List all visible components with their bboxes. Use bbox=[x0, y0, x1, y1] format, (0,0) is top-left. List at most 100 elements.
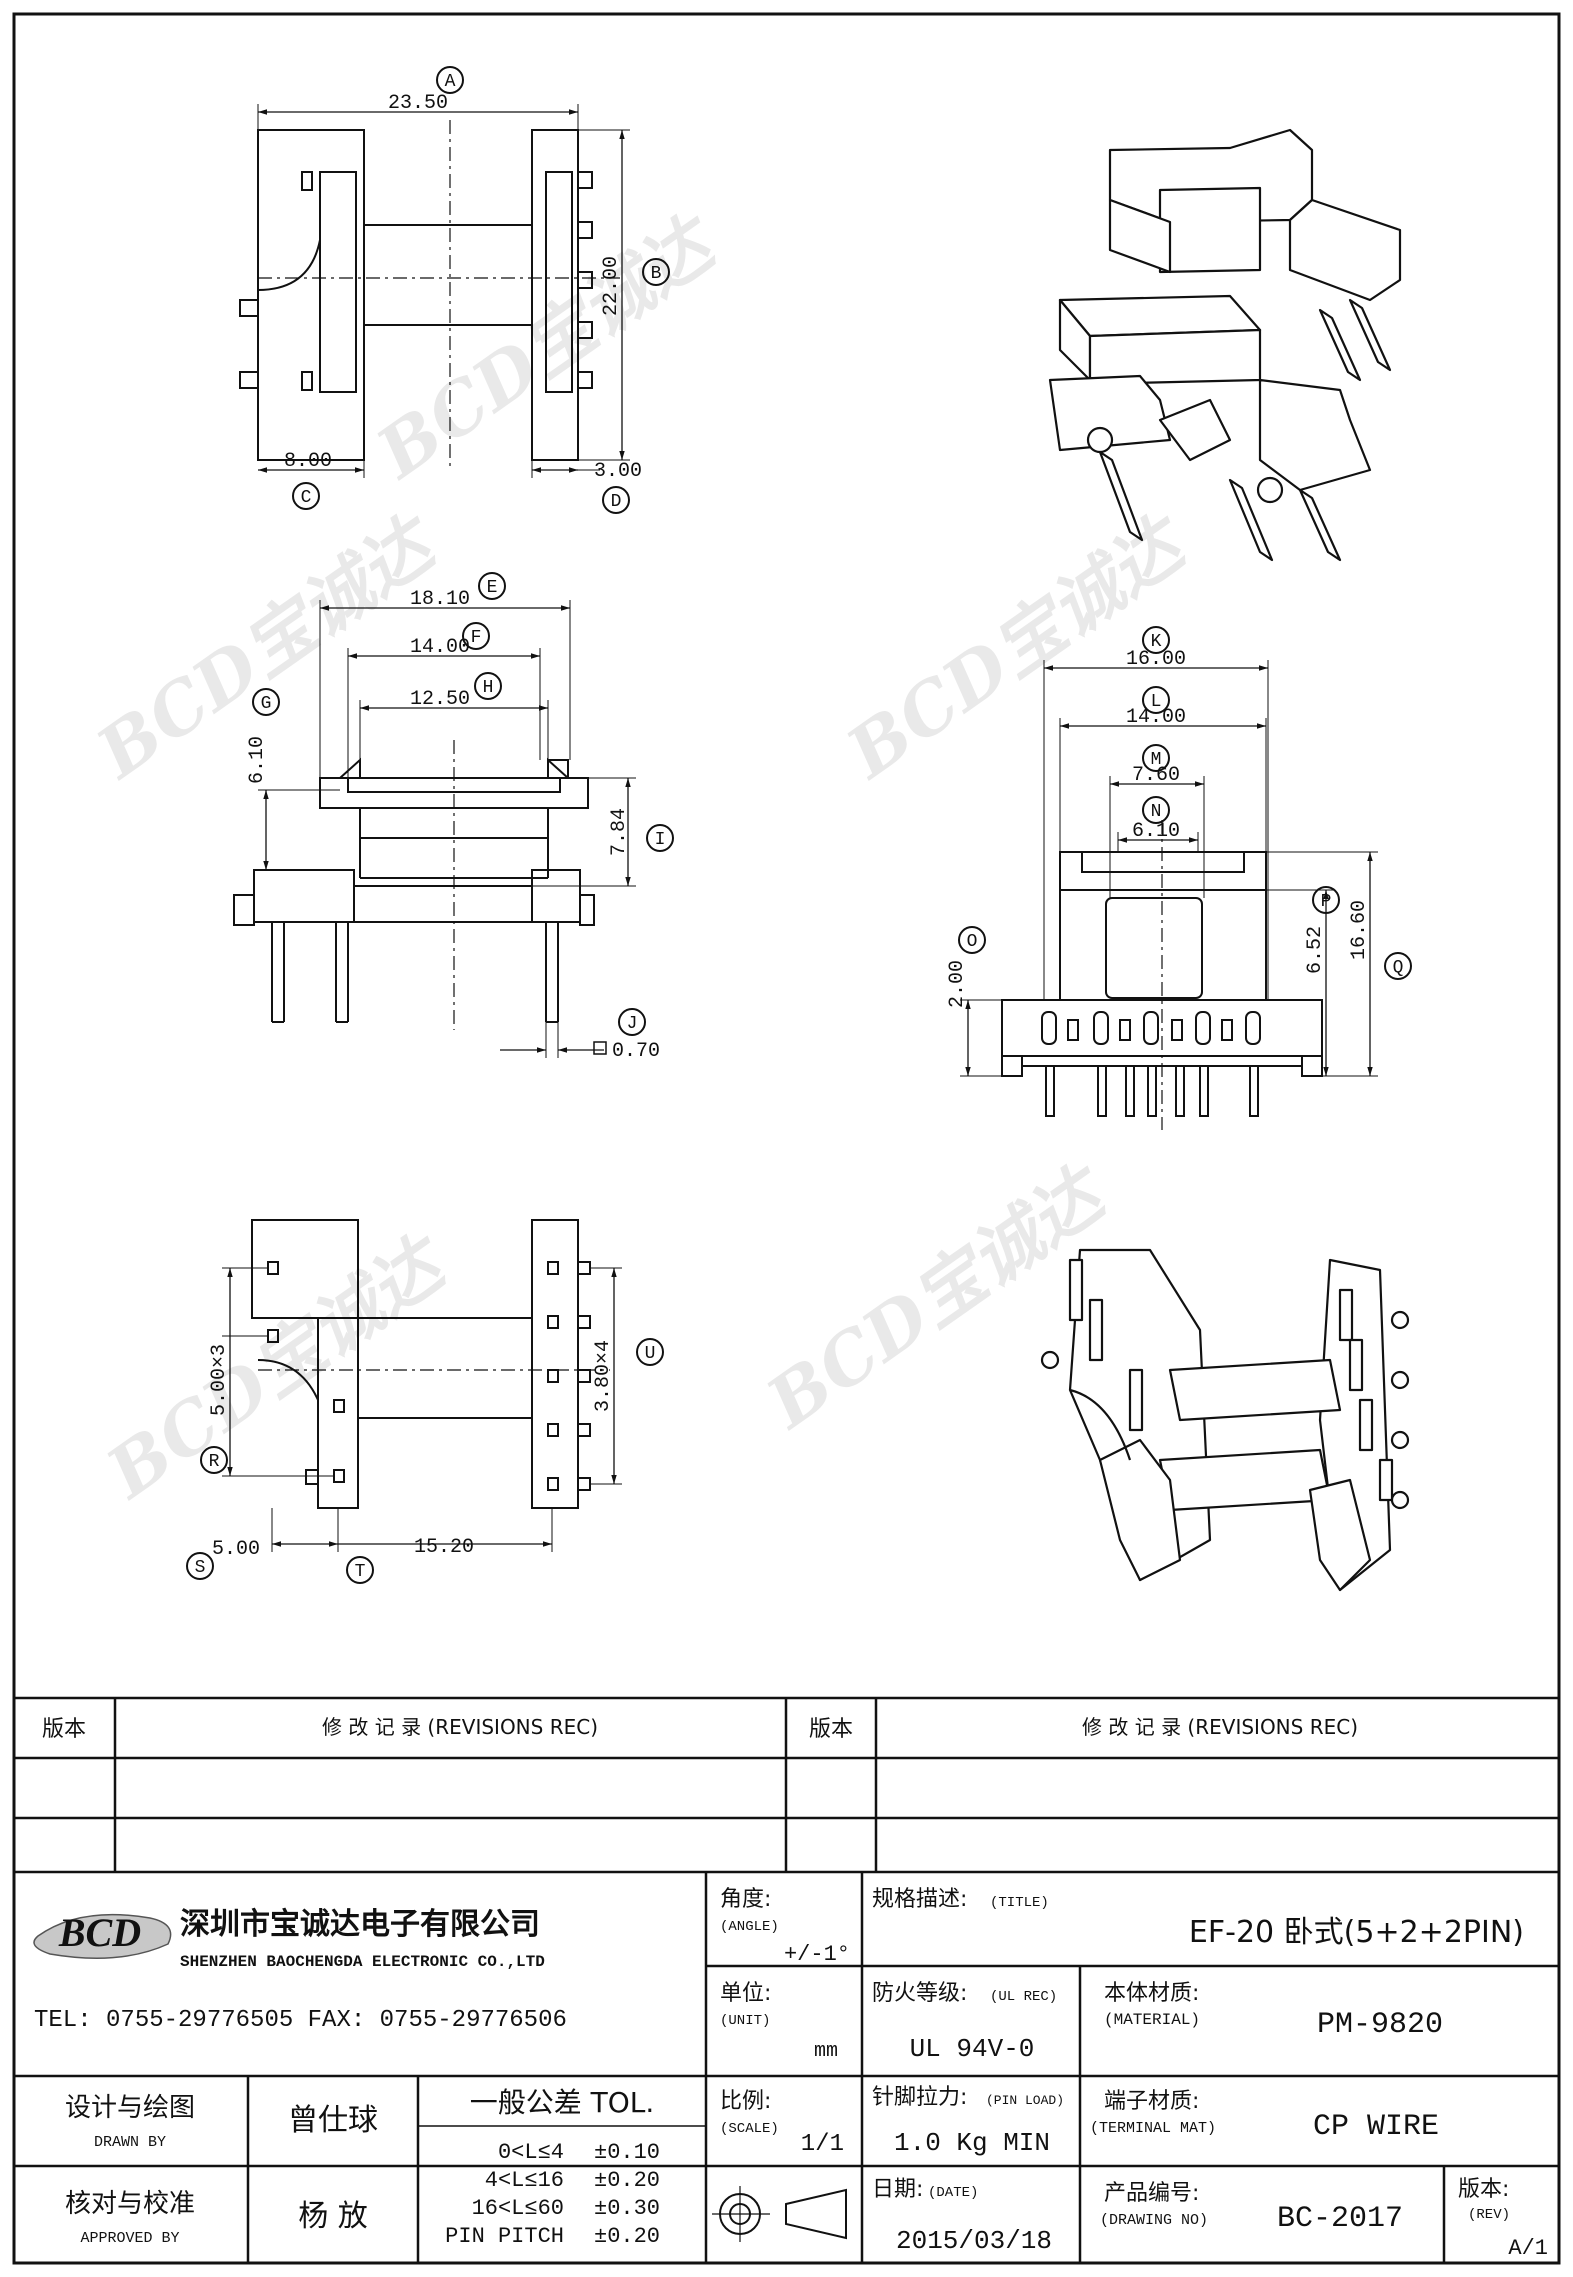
scale-sub: (SCALE) bbox=[720, 2121, 779, 2137]
angle-sub: (ANGLE) bbox=[720, 1919, 779, 1935]
drawn-by-label: 设计与绘图 bbox=[65, 2093, 195, 2123]
projection-symbol-icon bbox=[712, 2186, 847, 2242]
rev-value: A/1 bbox=[1508, 2236, 1548, 2261]
watermark-text: BCD宝诚达 bbox=[831, 499, 1205, 795]
dim-t-value: 15.20 bbox=[414, 1536, 474, 1559]
revision-table bbox=[14, 1696, 1559, 1874]
tolerance-label: 一般公差 TOL. bbox=[470, 2086, 655, 2119]
dim-f-value: 14.00 bbox=[410, 636, 470, 659]
callout-a: A bbox=[445, 72, 456, 92]
dim-d-value: 3.00 bbox=[594, 460, 642, 483]
watermark-text: BCD宝诚达 bbox=[751, 1149, 1125, 1445]
callout-p: P bbox=[1321, 892, 1332, 912]
pin-load-label: 针脚拉力: bbox=[872, 2085, 967, 2110]
callout-m: M bbox=[1151, 750, 1162, 770]
dim-k-value: 16.00 bbox=[1126, 648, 1186, 671]
terminal-value: CP WIRE bbox=[1313, 2110, 1439, 2144]
unit-label: 单位: bbox=[720, 1981, 771, 2006]
callout-l: L bbox=[1151, 692, 1162, 712]
callout-o: O bbox=[967, 932, 978, 952]
dim-o-value: 2.00 bbox=[946, 960, 969, 1008]
watermark-text: BCD宝诚达 bbox=[361, 199, 735, 495]
dim-a-value: 23.50 bbox=[388, 92, 448, 115]
tol-value: ±0.20 bbox=[594, 2168, 660, 2193]
callout-g: G bbox=[261, 694, 272, 714]
ul-value: UL 94V-0 bbox=[910, 2034, 1035, 2064]
dim-e-value: 18.10 bbox=[410, 588, 470, 611]
dim-l-value: 14.00 bbox=[1126, 706, 1186, 729]
callout-q: Q bbox=[1393, 958, 1404, 978]
terminal-label: 端子材质: bbox=[1104, 2089, 1199, 2114]
company-name-en: SHENZHEN BAOCHENGDA ELECTRONIC CO.,LTD bbox=[180, 1953, 545, 1971]
date-label: 日期: bbox=[872, 2177, 923, 2202]
ul-label: 防火等级: bbox=[872, 1981, 967, 2006]
approved-by-value: 杨 放 bbox=[298, 2199, 368, 2234]
logo-text: BCD bbox=[58, 1910, 141, 1955]
dim-r-value: 5.00×3 bbox=[208, 1344, 231, 1416]
title-block-grid bbox=[14, 1872, 1559, 2263]
rev-version-header-left: 版本 bbox=[42, 1717, 86, 1742]
angle-value: +/-1° bbox=[784, 1942, 850, 1967]
title-label: 规格描述: bbox=[872, 1887, 967, 1912]
rev-version-header-right: 版本 bbox=[809, 1717, 853, 1742]
dim-c-value: 8.00 bbox=[284, 450, 332, 473]
side-view-labels: E 18.10 F 14.00 H 12.50 G 6.10 I 7.84 J … bbox=[246, 578, 665, 1063]
callout-r: R bbox=[209, 1452, 220, 1472]
dim-j-value: 0.70 bbox=[612, 1040, 660, 1063]
drawing-no-sub: (DRAWING NO) bbox=[1100, 2212, 1208, 2229]
tolerance-table: 0<L≤4 ±0.10 4<L≤16 ±0.20 16<L≤60 ±0.30 P… bbox=[445, 2140, 660, 2249]
callout-j: J bbox=[627, 1014, 638, 1034]
dim-g-value: 6.10 bbox=[246, 736, 269, 784]
callout-k: K bbox=[1151, 632, 1162, 652]
material-sub: (MATERIAL) bbox=[1104, 2011, 1200, 2029]
scale-label: 比例: bbox=[720, 2089, 771, 2114]
dim-q-value: 16.60 bbox=[1348, 900, 1371, 960]
isometric-view-bottom bbox=[1040, 1248, 1410, 1592]
tol-range: PIN PITCH bbox=[445, 2224, 564, 2249]
tol-range: 0<L≤4 bbox=[498, 2140, 564, 2165]
ul-sub: (UL REC) bbox=[990, 1989, 1057, 2005]
dim-m-value: 7.60 bbox=[1132, 764, 1180, 787]
rev-record-header-right: 修 改 记 录 (REVISIONS REC) bbox=[1082, 1715, 1358, 1739]
title-value: EF-20 卧式(5+2+2PIN) bbox=[1189, 1915, 1524, 1950]
drawn-by-value: 曾仕球 bbox=[288, 2103, 378, 2138]
callout-e: E bbox=[487, 578, 498, 598]
dim-n-value: 6.10 bbox=[1132, 820, 1180, 843]
dim-p-value: 6.52 bbox=[1304, 926, 1327, 974]
front-view-labels: K 16.00 L 14.00 M 7.60 N 6.10 O 2.00 P 6… bbox=[946, 632, 1403, 1008]
callout-s: S bbox=[195, 1558, 206, 1578]
bottom-view-labels: R 5.00×3 S 5.00 T 15.20 U 3.80×4 bbox=[195, 1340, 656, 1582]
tol-value: ±0.20 bbox=[594, 2224, 660, 2249]
pin-load-sub: (PIN LOAD) bbox=[986, 2093, 1064, 2108]
scale-value: 1/1 bbox=[801, 2131, 844, 2158]
callout-n: N bbox=[1151, 802, 1162, 822]
rev-label: 版本: bbox=[1458, 2177, 1509, 2202]
callout-u: U bbox=[645, 1344, 656, 1364]
top-view bbox=[239, 66, 670, 514]
dim-h-value: 12.50 bbox=[410, 688, 470, 711]
isometric-view-top bbox=[1048, 128, 1402, 562]
title-sub: (TITLE) bbox=[990, 1895, 1049, 1911]
tol-range: 16<L≤60 bbox=[472, 2196, 564, 2221]
drawing-no-label: 产品编号: bbox=[1104, 2181, 1199, 2206]
callout-i: I bbox=[655, 830, 666, 850]
approved-by-sub: APPROVED BY bbox=[80, 2230, 179, 2247]
unit-sub: (UNIT) bbox=[720, 2013, 770, 2029]
watermark: BCD宝诚达 BCD宝诚达 BCD宝诚达 BCD宝诚达 BCD宝诚达 bbox=[81, 199, 1205, 1515]
dim-s-value: 5.00 bbox=[212, 1538, 260, 1561]
company-logo: BCD bbox=[33, 1910, 172, 1959]
date-sub: (DATE) bbox=[928, 2185, 978, 2201]
material-label: 本体材质: bbox=[1104, 1981, 1199, 2006]
company-contact: TEL: 0755-29776505 FAX: 0755-29776506 bbox=[34, 2007, 567, 2034]
rev-sub: (REV) bbox=[1468, 2207, 1510, 2223]
revision-table-labels: 版本 修 改 记 录 (REVISIONS REC) 版本 修 改 记 录 (R… bbox=[42, 1715, 1358, 1742]
drawn-by-sub: DRAWN BY bbox=[94, 2134, 166, 2151]
dim-b-value: 22.00 bbox=[600, 256, 623, 316]
tol-range: 4<L≤16 bbox=[485, 2168, 564, 2193]
callout-c: C bbox=[301, 488, 312, 508]
dim-u-value: 3.80×4 bbox=[592, 1340, 615, 1412]
side-view bbox=[233, 572, 674, 1058]
date-value: 2015/03/18 bbox=[896, 2226, 1052, 2256]
bottom-view bbox=[186, 1219, 664, 1584]
